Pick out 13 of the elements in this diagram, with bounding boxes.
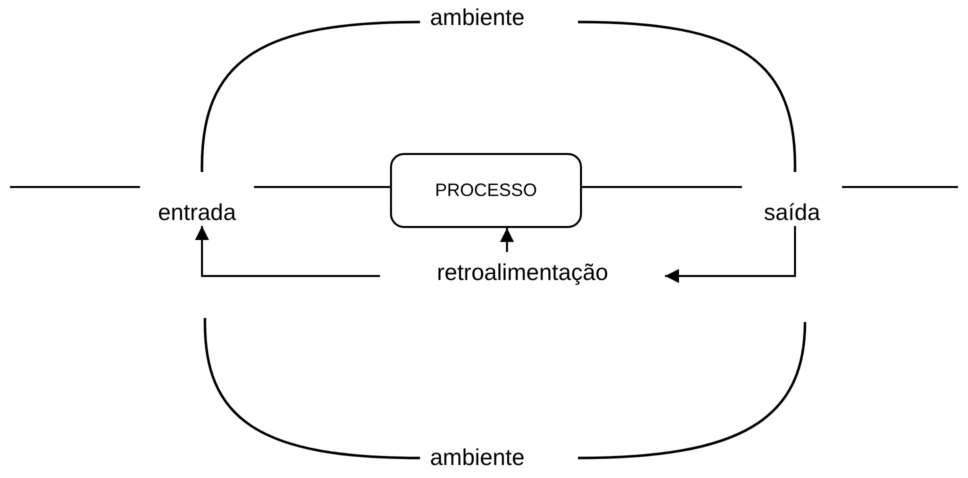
node-label: entrada xyxy=(158,199,236,226)
arrow xyxy=(195,226,380,277)
connector-line xyxy=(254,186,390,188)
node-label: saída xyxy=(764,199,820,226)
arrow xyxy=(500,228,514,252)
arrow xyxy=(665,226,796,283)
connector-line xyxy=(10,186,140,188)
environment-label: ambiente xyxy=(430,444,525,471)
connector-line xyxy=(842,186,958,188)
environment-label: ambiente xyxy=(430,4,525,31)
process-box: PROCESSO xyxy=(390,153,582,228)
node-label: retroalimentação xyxy=(436,258,608,286)
connector-line xyxy=(582,186,742,188)
